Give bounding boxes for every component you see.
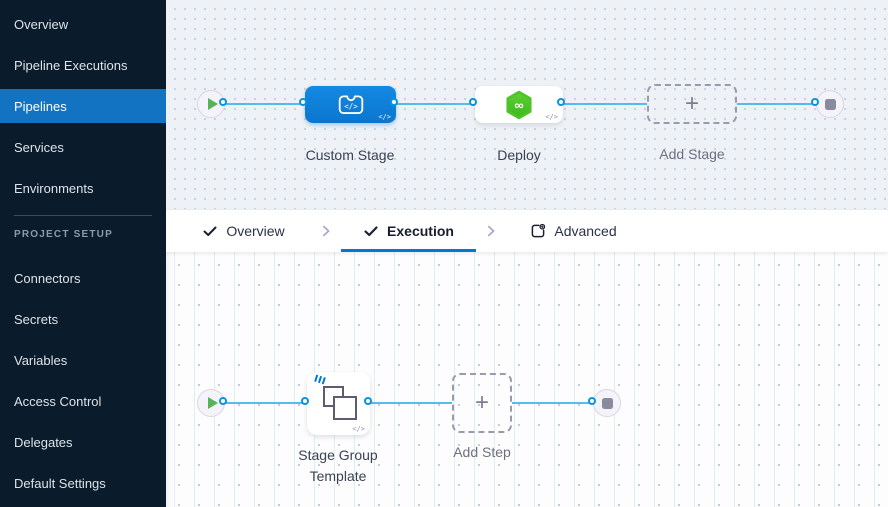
connector-port[interactable] xyxy=(219,397,227,405)
plus-icon: + xyxy=(474,389,489,416)
connector-port[interactable] xyxy=(364,397,372,405)
stage-config-tabs: Overview Execution xyxy=(166,209,888,252)
stop-icon xyxy=(601,397,613,409)
sidebar-nav: Overview Pipeline Executions Pipelines S… xyxy=(0,0,166,507)
pipeline-end-node xyxy=(816,90,844,118)
tab-execution[interactable]: Execution xyxy=(341,210,476,252)
tab-label: Execution xyxy=(387,223,454,239)
stage-label-custom-stage: Custom Stage xyxy=(305,147,395,163)
sidebar-item-delegates[interactable]: Delegates xyxy=(14,434,73,450)
sidebar-section-project-setup: PROJECT SETUP xyxy=(14,229,113,240)
tab-advanced[interactable]: Advanced xyxy=(506,210,641,252)
connector-port[interactable] xyxy=(469,98,477,106)
edge-add-step-to-end xyxy=(512,402,594,404)
play-icon xyxy=(207,397,218,409)
add-stage-button[interactable]: + xyxy=(647,84,737,124)
sidebar-item-pipeline-executions[interactable]: Pipeline Executions xyxy=(14,57,128,73)
custom-stage-icon: </> xyxy=(338,94,363,114)
stage-node-deploy[interactable]: ∞ </> xyxy=(475,86,563,123)
deploy-cd-icon: ∞ xyxy=(506,90,532,119)
step-label-stage-group-template: Stage Group Template xyxy=(298,447,378,484)
check-icon xyxy=(364,226,378,237)
stage-node-custom-stage[interactable]: </> </> xyxy=(305,86,396,123)
svg-text:∞: ∞ xyxy=(514,97,523,112)
add-step-button[interactable]: + xyxy=(452,373,512,433)
sidebar-item-overview[interactable]: Overview xyxy=(14,16,69,32)
sidebar-item-environments[interactable]: Environments xyxy=(14,180,94,196)
chevron-right-icon xyxy=(476,210,506,252)
edge-add-stage-to-end xyxy=(737,103,817,105)
sidebar-item-secrets[interactable]: Secrets xyxy=(14,311,59,327)
connector-port[interactable] xyxy=(299,98,307,106)
edge-stage-group-to-add-step xyxy=(370,402,452,404)
step-node-stage-group-template[interactable]: </> xyxy=(307,372,370,435)
connector-port[interactable] xyxy=(588,397,596,405)
sidebar-item-pipelines[interactable]: Pipelines xyxy=(0,89,166,123)
sidebar-item-variables[interactable]: Variables xyxy=(14,352,68,368)
plus-icon: + xyxy=(684,90,699,117)
connector-port[interactable] xyxy=(301,397,309,405)
connector-port[interactable] xyxy=(390,98,398,106)
sidebar-item-connectors[interactable]: Connectors xyxy=(14,270,81,286)
advanced-icon xyxy=(532,223,546,238)
connector-port[interactable] xyxy=(811,98,819,106)
execution-end-node xyxy=(593,389,621,417)
sidebar-divider xyxy=(14,215,152,216)
stage-pipeline-canvas[interactable]: </> </> ∞ </> + xyxy=(166,0,888,209)
play-icon xyxy=(207,98,218,110)
code-view-badge: </> xyxy=(545,113,558,121)
sidebar-item-services[interactable]: Services xyxy=(14,139,64,155)
stage-group-icon xyxy=(314,374,357,420)
connector-port[interactable] xyxy=(557,98,565,106)
chevron-right-icon xyxy=(311,210,341,252)
template-badge-icon xyxy=(314,374,326,385)
pipeline-studio-main: </> </> ∞ </> + xyxy=(166,0,888,507)
edge-start-to-custom-stage xyxy=(225,103,305,105)
code-view-badge: </> xyxy=(378,113,391,121)
tab-overview[interactable]: Overview xyxy=(176,210,311,252)
tab-label: Advanced xyxy=(554,223,617,239)
connector-port[interactable] xyxy=(219,98,227,106)
tab-label: Overview xyxy=(226,223,285,239)
code-view-badge: </> xyxy=(352,425,365,433)
check-icon xyxy=(203,226,217,236)
sidebar-item-default-settings[interactable]: Default Settings xyxy=(14,475,106,491)
stop-icon xyxy=(824,98,836,110)
edge-deploy-to-add-stage xyxy=(563,103,647,105)
stage-label-add-stage: Add Stage xyxy=(659,146,725,162)
stage-label-deploy: Deploy xyxy=(497,147,541,163)
edge-start-to-stage-group xyxy=(225,402,307,404)
edge-custom-stage-to-deploy xyxy=(396,103,475,105)
sidebar-item-access-control[interactable]: Access Control xyxy=(14,393,102,409)
svg-text:</>: </> xyxy=(344,101,358,110)
step-label-add-step: Add Step xyxy=(453,444,511,460)
execution-canvas[interactable]: </> + Stage Group Template Add Step xyxy=(166,252,888,507)
